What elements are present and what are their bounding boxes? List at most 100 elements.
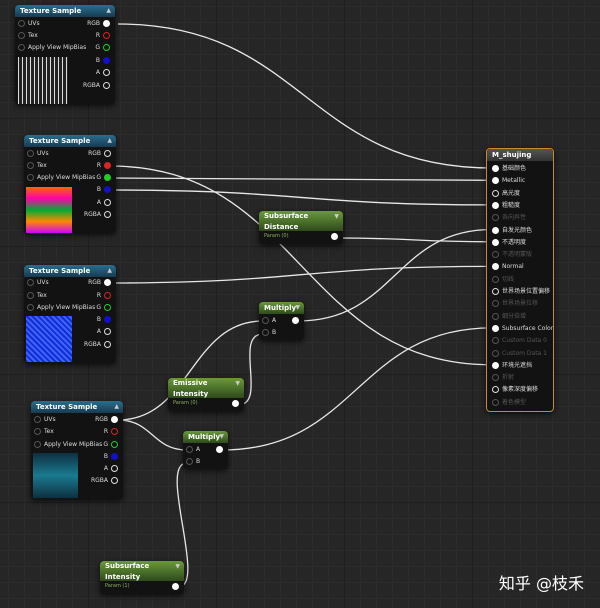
input-pin[interactable] (18, 44, 25, 51)
output-pin[interactable] (103, 44, 110, 51)
material-input-pin[interactable]: 基础颜色 (489, 165, 526, 173)
input-pin[interactable] (18, 32, 25, 39)
connection-wire[interactable] (109, 165, 493, 366)
pin-dot[interactable] (492, 263, 499, 271)
material-input-pin[interactable]: Metallic (489, 177, 525, 185)
material-input-pin[interactable]: 折射 (489, 374, 514, 382)
output-pin[interactable] (111, 416, 118, 423)
input-pin[interactable] (18, 20, 25, 27)
material-input-pin[interactable]: Custom Data 1 (489, 349, 547, 358)
input-pin[interactable] (27, 279, 34, 286)
output-pin[interactable] (104, 150, 111, 157)
output-pin[interactable] (111, 441, 118, 448)
input-pin[interactable] (34, 428, 41, 435)
output-pin[interactable] (111, 428, 118, 435)
connection-wire[interactable] (334, 237, 493, 243)
material-input-pin[interactable]: Normal (489, 263, 524, 271)
pin-dot[interactable] (492, 288, 499, 295)
output-pin[interactable] (103, 32, 110, 39)
pin-dot[interactable] (492, 349, 499, 357)
connection-wire[interactable] (176, 462, 189, 588)
input-pin-a[interactable] (262, 317, 269, 324)
pin-dot[interactable] (492, 275, 499, 283)
output-pin[interactable] (232, 400, 239, 407)
material-input-pin[interactable]: 细分倍增 (489, 312, 526, 321)
input-pin[interactable] (27, 174, 34, 181)
material-input-pin[interactable]: 世界场景位移 (489, 300, 538, 308)
pin-dot[interactable] (492, 214, 499, 222)
connection-wire[interactable] (109, 189, 493, 206)
output-pin[interactable] (111, 465, 118, 472)
connection-wire[interactable] (109, 265, 493, 284)
material-input-pin[interactable]: 不透明度 (489, 238, 526, 247)
input-pin[interactable] (27, 304, 34, 311)
collapse-arrow-icon[interactable]: ▲ (114, 403, 119, 410)
input-pin-b[interactable] (186, 458, 193, 465)
output-pin[interactable] (104, 328, 111, 335)
pin-dot[interactable] (492, 324, 499, 332)
output-pin[interactable] (111, 477, 118, 484)
connection-wire[interactable] (117, 419, 188, 451)
output-pin[interactable] (104, 211, 111, 218)
pin-dot[interactable] (492, 189, 499, 197)
output-pin[interactable] (104, 341, 111, 348)
output-pin[interactable] (104, 174, 111, 181)
material-input-pin[interactable]: 像素深度偏移 (489, 386, 538, 394)
input-pin[interactable] (27, 292, 34, 299)
pin-dot[interactable] (492, 300, 499, 308)
pin-dot[interactable] (492, 374, 499, 382)
connection-wire[interactable] (117, 23, 493, 169)
emissive-intensity-node[interactable]: Emissive Intensity▼Param (0) (168, 378, 244, 411)
pin-dot[interactable] (492, 386, 499, 394)
pin-dot[interactable] (492, 165, 499, 172)
collapse-arrow-icon[interactable]: ▲ (107, 267, 112, 274)
output-pin[interactable] (216, 446, 223, 453)
material-input-pin[interactable]: 着色模型 (489, 398, 526, 407)
multiply-node-2[interactable]: Multiply▼ A B (183, 431, 228, 469)
pin-dot[interactable] (492, 226, 499, 234)
material-input-pin[interactable]: 各向异性 (489, 214, 526, 222)
connection-wire[interactable] (117, 320, 264, 421)
output-pin[interactable] (104, 199, 111, 206)
pin-dot[interactable] (492, 201, 499, 209)
collapse-arrow-icon[interactable]: ▲ (107, 137, 112, 144)
output-pin[interactable] (104, 186, 111, 193)
material-input-pin[interactable]: 切线 (489, 275, 514, 284)
output-pin[interactable] (103, 57, 110, 64)
output-pin[interactable] (103, 20, 110, 27)
connection-wire[interactable] (221, 327, 493, 451)
collapse-arrow-icon[interactable]: ▲ (106, 7, 111, 14)
connection-wire[interactable] (297, 228, 493, 322)
pin-dot[interactable] (492, 337, 499, 345)
input-pin-a[interactable] (186, 446, 193, 453)
material-input-pin[interactable]: 高光度 (489, 189, 520, 198)
output-pin[interactable] (111, 453, 118, 460)
connection-wire[interactable] (109, 177, 493, 181)
subsurface-intensity-node[interactable]: Subsurface Intensity▼Param (1) (100, 561, 184, 594)
pin-dot[interactable] (492, 251, 499, 259)
material-input-pin[interactable]: 自发光颜色 (489, 226, 532, 235)
material-input-pin[interactable]: Custom Data 0 (489, 337, 547, 345)
output-pin[interactable] (104, 292, 111, 299)
output-pin[interactable] (331, 233, 338, 240)
input-pin[interactable] (34, 441, 41, 448)
output-pin[interactable] (104, 162, 111, 169)
output-pin[interactable] (103, 82, 110, 89)
pin-dot[interactable] (492, 177, 499, 185)
output-pin[interactable] (104, 316, 111, 323)
input-pin-b[interactable] (262, 329, 269, 336)
output-pin[interactable] (172, 583, 179, 590)
output-pin[interactable] (103, 69, 110, 76)
material-input-pin[interactable]: 环境光遮挡 (489, 361, 532, 370)
pin-dot[interactable] (492, 312, 499, 320)
subsurface-distance-node[interactable]: Subsurface Distance▼Param (0) (259, 211, 343, 244)
multiply-node-1[interactable]: Multiply▼ A B (259, 302, 304, 340)
input-pin[interactable] (27, 150, 34, 157)
pin-dot[interactable] (492, 398, 499, 406)
pin-dot[interactable] (492, 361, 499, 369)
